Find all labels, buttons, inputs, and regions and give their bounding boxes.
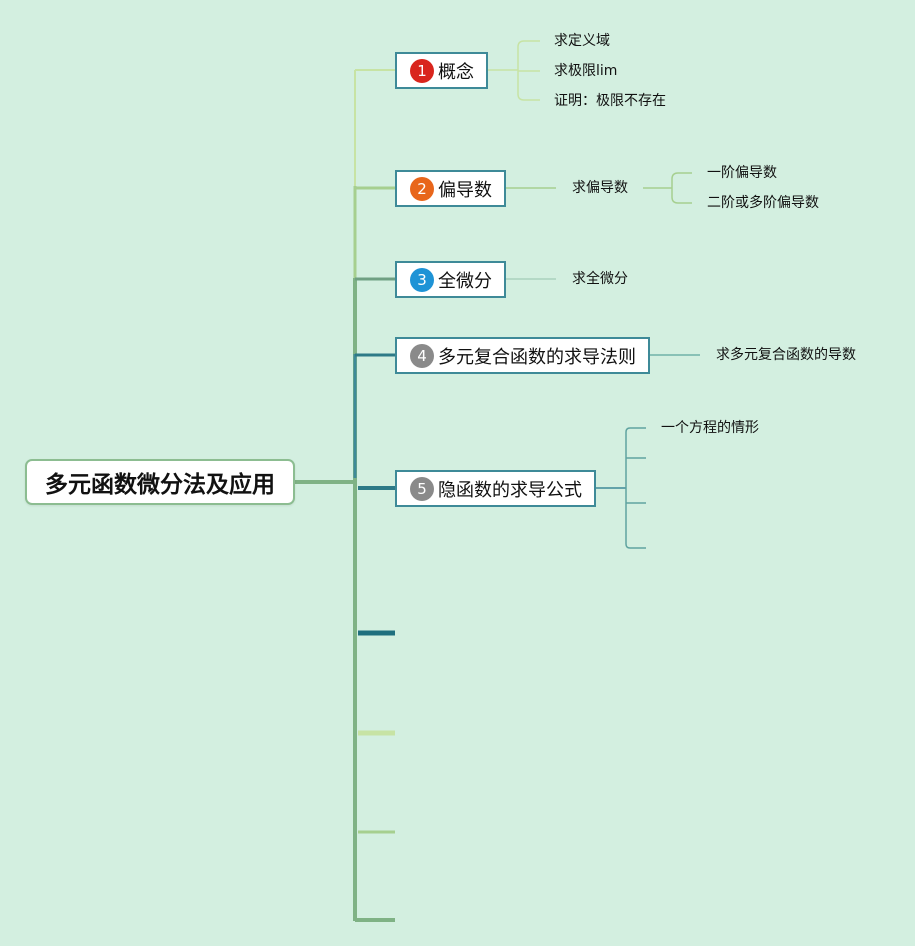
subtopic-1-3[interactable]: 证明：极限不存在	[554, 93, 666, 109]
subtopic-3-1[interactable]: 求全微分	[572, 271, 628, 287]
subtopic-1-1[interactable]: 求定义域	[554, 33, 610, 49]
topic-3[interactable]: 3 全微分	[395, 261, 506, 298]
topic-1-label: 概念	[438, 61, 474, 83]
root-label: 多元函数微分法及应用	[45, 472, 275, 498]
topic-1[interactable]: 1 概念	[395, 52, 488, 89]
number-1-icon: 1	[410, 58, 434, 83]
topic-2[interactable]: 2 偏导数	[395, 170, 506, 207]
topic-3-label: 全微分	[438, 270, 492, 292]
subtopic-4-1[interactable]: 求多元复合函数的导数	[716, 347, 856, 363]
subtopic-2-1-1[interactable]: 一阶偏导数	[707, 165, 777, 181]
topic-2-label: 偏导数	[438, 179, 492, 201]
t5-bracket	[625, 427, 646, 549]
subtopic-1-2[interactable]: 求极限lim	[554, 63, 618, 79]
subtopic-2-1-2[interactable]: 二阶或多阶偏导数	[707, 195, 819, 211]
number-4-icon: 4	[410, 343, 434, 368]
t2-bracket	[671, 172, 692, 204]
topic-5[interactable]: 5 隐函数的求导公式	[395, 470, 596, 507]
subtopic-5-1[interactable]: 一个方程的情形	[661, 420, 759, 436]
topic-4-label: 多元复合函数的求导法则	[438, 346, 636, 368]
number-5-icon: 5	[410, 476, 434, 501]
subtopic-2-1[interactable]: 求偏导数	[572, 180, 628, 196]
number-3-icon: 3	[410, 267, 434, 292]
topic-5-label: 隐函数的求导公式	[438, 479, 582, 501]
number-2-icon: 2	[410, 176, 434, 201]
topic-4[interactable]: 4 多元复合函数的求导法则	[395, 337, 650, 374]
root-topic[interactable]: 多元函数微分法及应用	[25, 459, 295, 505]
